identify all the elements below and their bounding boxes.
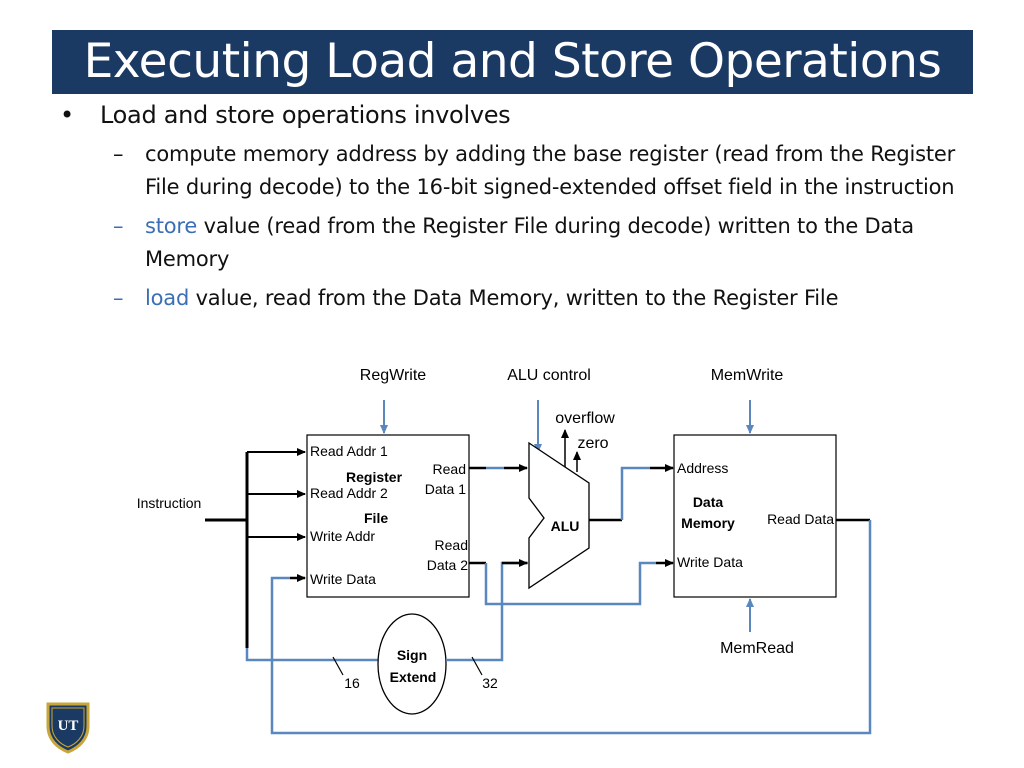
slide-title: Executing Load and Store Operations [83, 34, 942, 89]
dash-marker: – [113, 142, 124, 166]
register-file-title: Register [346, 469, 403, 485]
read-addr-2-label: Read Addr 2 [310, 485, 388, 501]
dash-marker: – [113, 286, 124, 310]
logo-text: UT [58, 718, 79, 734]
dash-marker: – [113, 214, 124, 238]
read-data-1-label-2: Data 1 [425, 481, 466, 497]
store-keyword: store [145, 214, 198, 238]
sub-bullet-3-text: value, read from the Data Memory, writte… [189, 286, 839, 310]
bits-16-label: 16 [344, 675, 360, 691]
alu-label: ALU [551, 518, 580, 534]
register-file-box [306, 434, 470, 598]
university-crest-logo: UT [46, 702, 90, 754]
bullet-list: • Load and store operations involves – c… [60, 100, 960, 321]
regwrite-label: RegWrite [360, 367, 426, 384]
sub-bullet-1: – compute memory address by adding the b… [60, 138, 960, 204]
load-keyword: load [145, 286, 190, 310]
address-wire [620, 466, 650, 520]
sign-extend-label-2: Extend [390, 669, 437, 685]
bullet-main: • Load and store operations involves [60, 100, 960, 130]
writeback-wire [270, 520, 872, 735]
offset-wire [245, 648, 378, 662]
data-memory-title-2: Memory [681, 515, 735, 531]
zero-label: zero [577, 435, 608, 452]
read-addr-1-label: Read Addr 1 [310, 443, 388, 459]
data-memory-title: Data [693, 494, 724, 510]
sub-bullet-1-text: compute memory address by adding the bas… [145, 142, 956, 199]
register-file-title-2: File [364, 510, 388, 526]
memwrite-label: MemWrite [711, 367, 784, 384]
read-data-label: Read Data [767, 511, 834, 527]
bits-16-tick [332, 656, 344, 676]
sub-bullet-3: – load value, read from the Data Memory,… [60, 282, 960, 315]
sign-extend-unit [377, 613, 447, 715]
overflow-label: overflow [555, 410, 615, 427]
bits-32-label: 32 [482, 675, 498, 691]
alu-control-label: ALU control [507, 367, 591, 384]
bits-32-tick [471, 656, 483, 676]
address-label: Address [677, 460, 728, 476]
alu-shape [528, 441, 590, 590]
read-data-1-label: Read [433, 461, 466, 477]
instruction-label: Instruction [137, 495, 202, 511]
bullet-main-text: Load and store operations involves [100, 101, 511, 129]
sub-bullet-2: – store value (read from the Register Fi… [60, 210, 960, 276]
write-data-label: Write Data [310, 571, 376, 587]
sub-bullet-2-text: value (read from the Register File durin… [145, 214, 914, 271]
sign-extend-label: Sign [397, 647, 427, 663]
dm-write-data-label: Write Data [677, 554, 743, 570]
bullet-dot: • [60, 101, 74, 129]
write-addr-label: Write Addr [310, 528, 375, 544]
store-data-wire [484, 561, 656, 606]
read-data-2-label: Read [435, 537, 468, 553]
data-memory-box [673, 434, 837, 598]
read-data-2-label-2: Data 2 [427, 557, 468, 573]
memread-label: MemRead [720, 640, 794, 657]
title-bar: Executing Load and Store Operations [52, 30, 973, 94]
